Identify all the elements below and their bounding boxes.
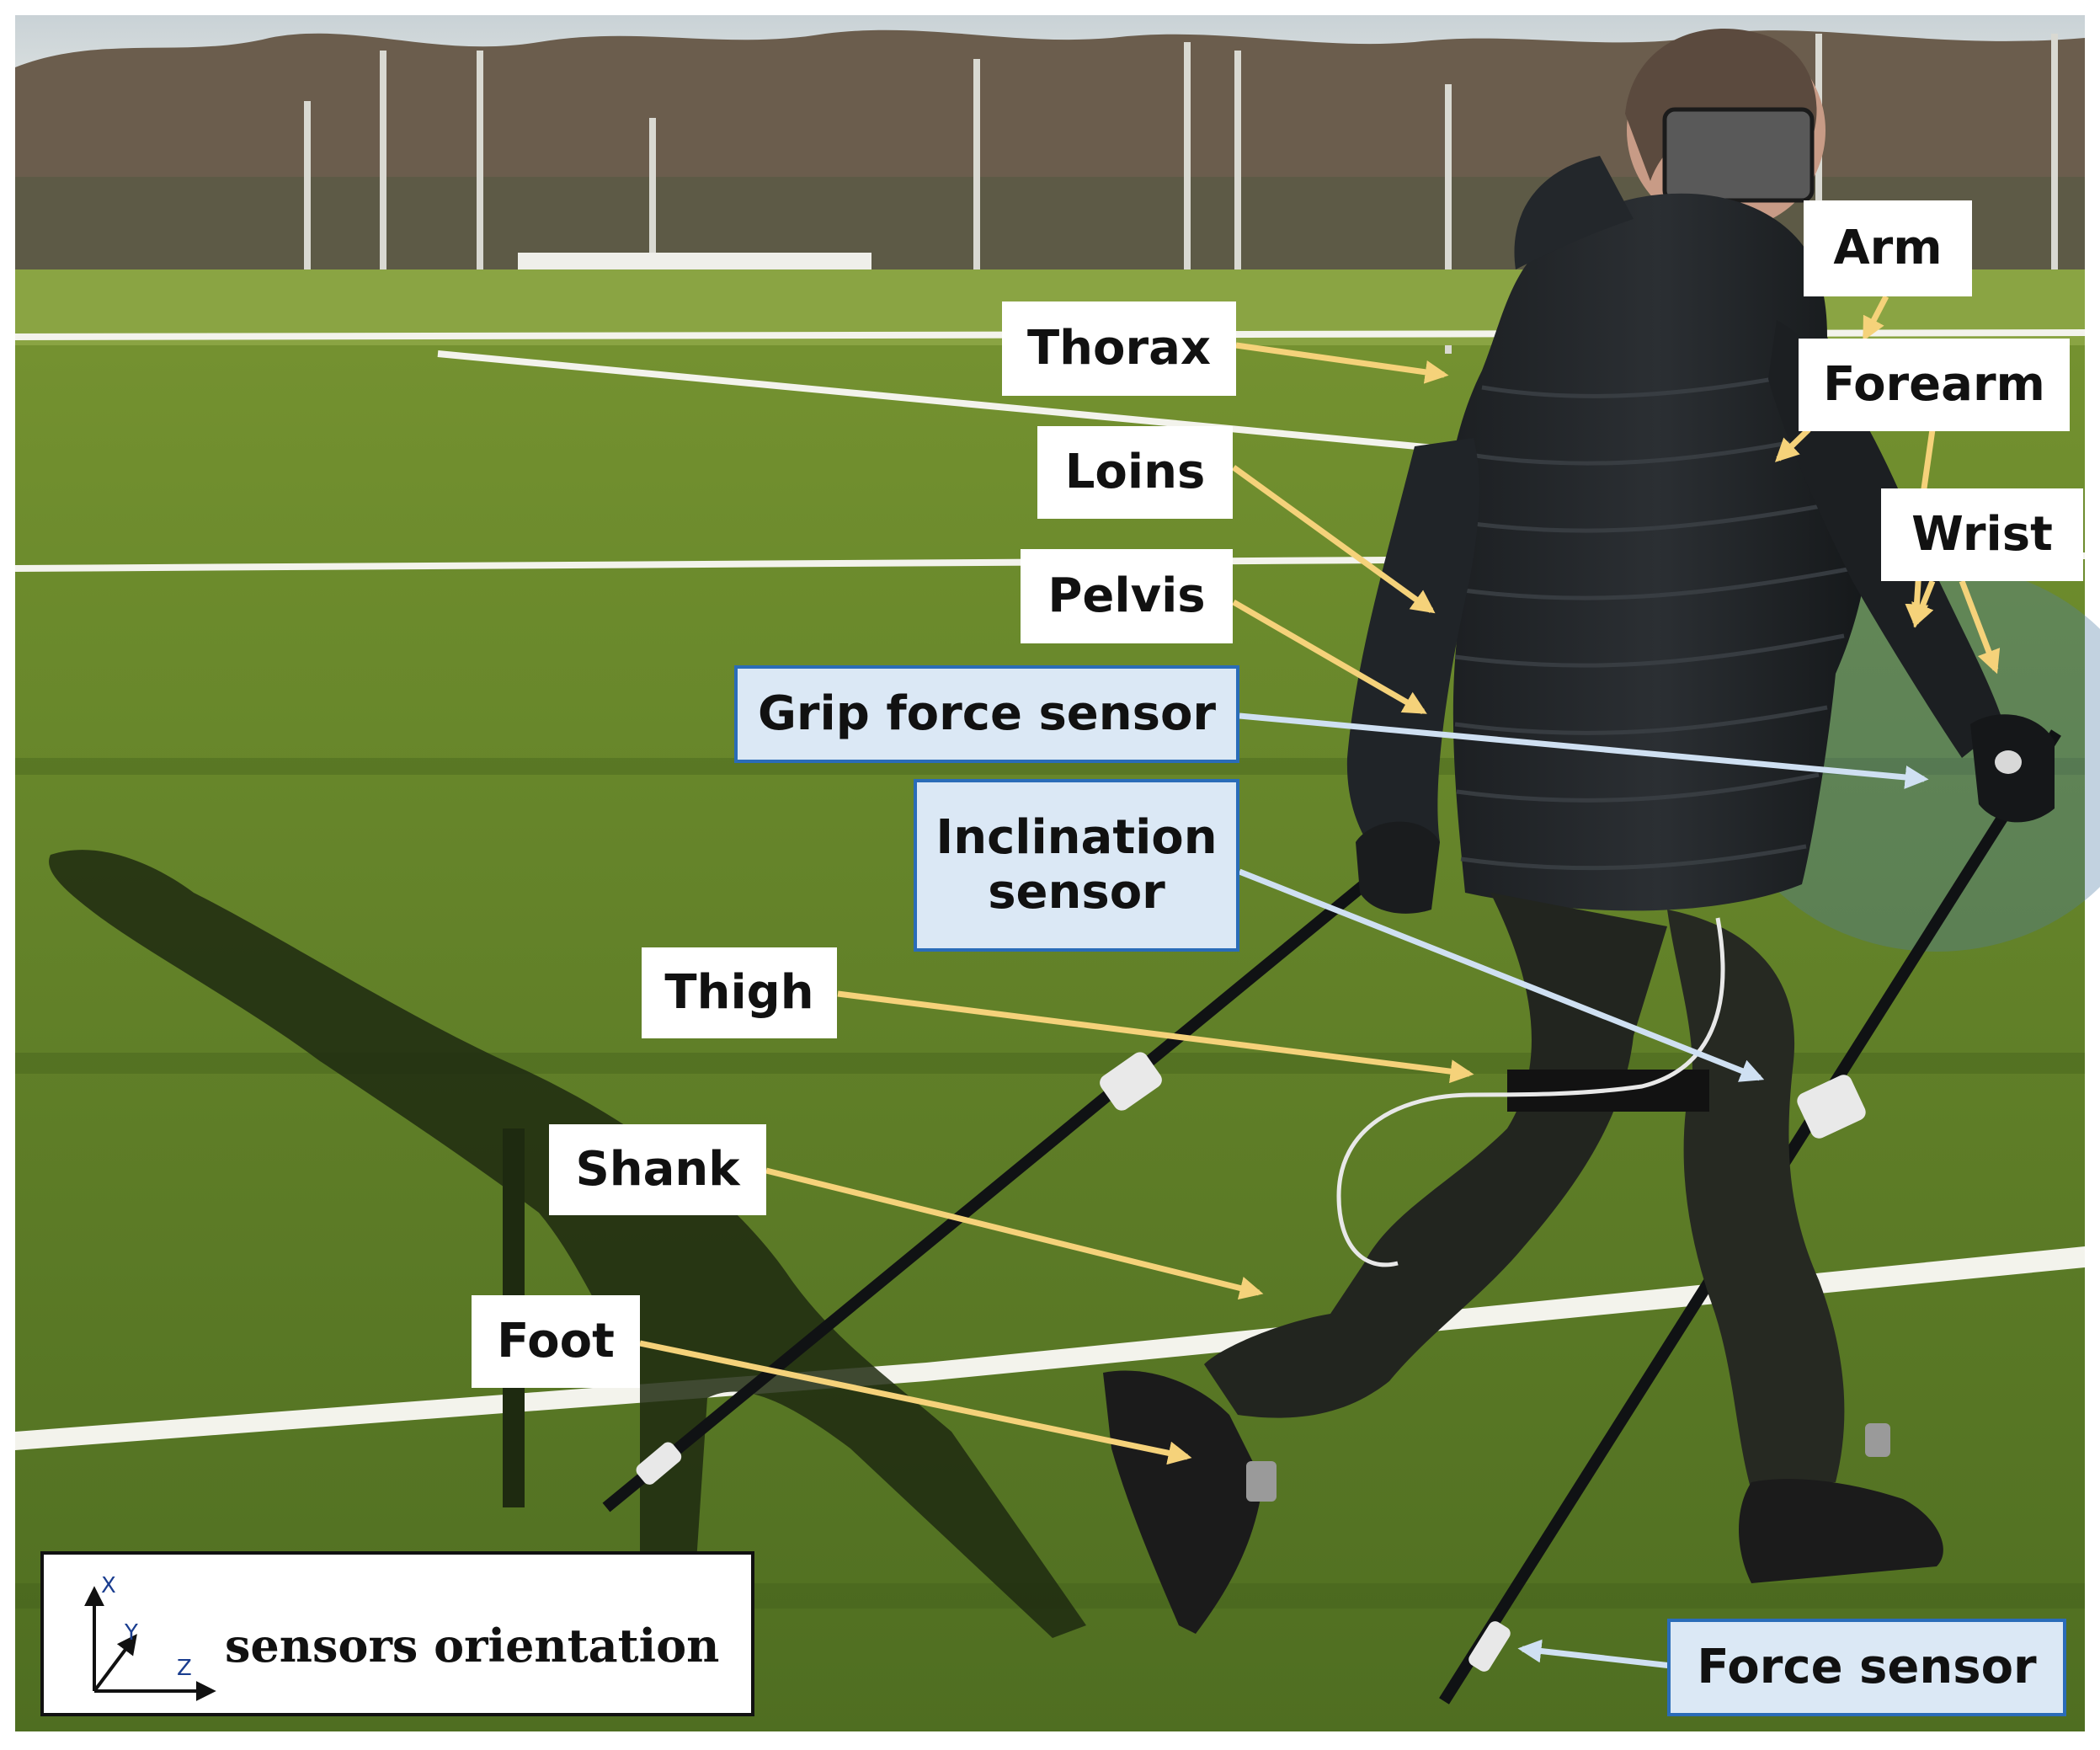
label-grip-force-sensor: Grip force sensor (734, 665, 1239, 763)
arrow-foot (639, 1340, 1192, 1465)
arrow-shank (765, 1167, 1264, 1300)
label-forearm: Forearm (1799, 339, 2070, 431)
label-loins: Loins (1037, 426, 1233, 519)
orientation-legend: X Y Z sensors orientation (40, 1551, 754, 1716)
label-pelvis: Pelvis (1021, 549, 1233, 643)
arrow-forearm (1774, 427, 1811, 462)
axis-y-label: Y (125, 1620, 138, 1646)
axis-x-label: X (101, 1573, 116, 1598)
arrow-wrist-right (1959, 579, 2001, 675)
label-force-sensor: Force sensor (1667, 1619, 2066, 1716)
label-foot: Foot (472, 1295, 640, 1388)
label-shank: Shank (549, 1124, 766, 1215)
arrow-thorax (1235, 342, 1449, 384)
arrow-loins (1231, 465, 1436, 614)
label-thorax: Thorax (1002, 301, 1236, 396)
segment-arrows (639, 295, 2001, 1465)
label-inclination-sensor: Inclination sensor (914, 779, 1239, 952)
label-thigh: Thigh (642, 947, 837, 1038)
legend-text: sensors orientation (225, 1619, 720, 1673)
axes-icon (84, 1586, 216, 1701)
sensor-arrows (1238, 712, 1929, 1669)
arrow-thigh (837, 990, 1474, 1084)
arrow-wrist-left (1911, 579, 1936, 628)
axis-z-label: Z (177, 1656, 192, 1681)
label-wrist: Wrist (1881, 488, 2083, 581)
arrow-inclination-sensor (1238, 868, 1765, 1082)
arrow-pelvis (1232, 599, 1427, 715)
label-arm: Arm (1804, 200, 1972, 296)
arrow-force-sensor (1517, 1639, 1672, 1669)
arrow-arm (1862, 295, 1889, 341)
arrow-grip-force-sensor (1239, 712, 1929, 789)
